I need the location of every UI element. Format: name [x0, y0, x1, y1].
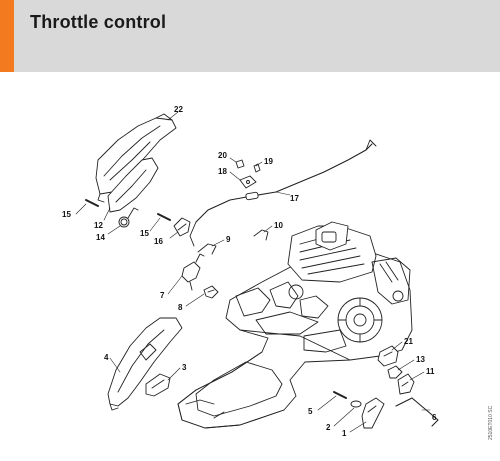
part-9-rod: [197, 243, 217, 255]
label-12: 13: [416, 355, 425, 364]
engine-housing: [177, 221, 413, 429]
label-3: 3: [182, 363, 187, 372]
label-21: 21: [404, 337, 413, 346]
part-15-pin-left: [85, 199, 99, 207]
part-4-handle-molding: [107, 317, 183, 411]
label-5: 5: [308, 407, 313, 416]
label-2: 2: [326, 423, 331, 432]
leader-lines: [75, 111, 431, 433]
label-8: 8: [178, 303, 183, 312]
label-11: 11: [426, 367, 435, 376]
part-15-pin-right: [157, 213, 171, 221]
part-8-clip: [203, 285, 219, 299]
part-20-nut: [235, 159, 245, 169]
page-title: Throttle control: [30, 12, 167, 32]
part-14-torsion-spring: [118, 207, 139, 228]
part-12-spring: [387, 365, 403, 379]
label-4: 4: [104, 353, 109, 362]
part-21-grommet: [377, 345, 399, 367]
label-13: 12: [94, 221, 103, 230]
part-16-interlock-lever: [173, 217, 191, 237]
label-10: 10: [274, 221, 283, 230]
label-17: 17: [290, 194, 299, 203]
part-2-ring: [350, 400, 362, 408]
label-18: 18: [218, 167, 227, 176]
part-19-screw: [253, 163, 261, 173]
label-14: 14: [96, 233, 105, 242]
label-20: 20: [218, 151, 227, 160]
label-9: 9: [226, 235, 231, 244]
label-7: 7: [160, 291, 165, 300]
part-6-rod: [395, 397, 439, 427]
part-3-cover: [145, 373, 171, 397]
label-19: 19: [264, 157, 273, 166]
part-18-cable-clamp: [239, 175, 257, 189]
part-13-throttle-trigger: [107, 157, 159, 213]
label-1: 1: [342, 429, 347, 438]
part-5-pin: [333, 391, 347, 399]
header-bar: [0, 0, 500, 72]
part-17-throttle-cable: [189, 139, 377, 247]
part-11-switch-shaft: [397, 373, 415, 395]
header-accent-stripe: [0, 0, 14, 72]
part-7-throttle-rod: [181, 253, 205, 291]
part-10-spring: [253, 229, 269, 241]
label-15-left: 15: [62, 210, 71, 219]
part-number-labels: 22 12 14 15 15 16 17 18 19 20 9 10 7 8 4…: [62, 105, 437, 438]
label-16: 16: [154, 237, 163, 246]
label-6: 6: [432, 413, 437, 422]
label-22: 22: [174, 105, 183, 114]
part-1-switch-lever: [361, 397, 385, 429]
label-15-right: 15: [140, 229, 149, 238]
drawing-code: 2510ET010 SC: [488, 405, 494, 440]
